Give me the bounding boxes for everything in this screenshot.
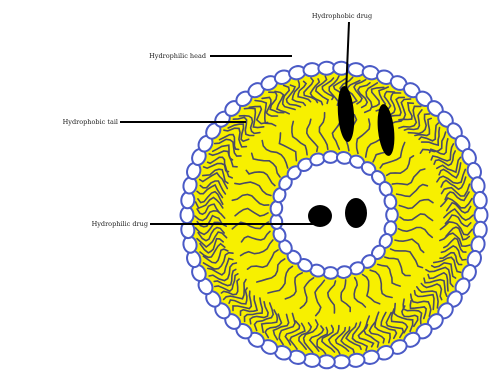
hydrophilic-head-inner xyxy=(323,151,338,163)
hydrophilic-head-inner xyxy=(323,267,338,279)
hydrophilic-head-inner xyxy=(386,208,398,222)
label-hydrophobic-drug: Hydrophobic drug xyxy=(312,12,372,20)
hydrophilic-drug-2 xyxy=(345,198,367,228)
label-hydrophilic-drug: Hydrophilic drug xyxy=(92,220,148,228)
hydrophilic-head-inner xyxy=(270,200,283,216)
label-hydrophilic-head: Hydrophilic head xyxy=(149,52,206,60)
label-hydrophobic-tail: Hydrophobic tail xyxy=(63,118,118,126)
hydrophilic-head-outer xyxy=(473,191,488,209)
